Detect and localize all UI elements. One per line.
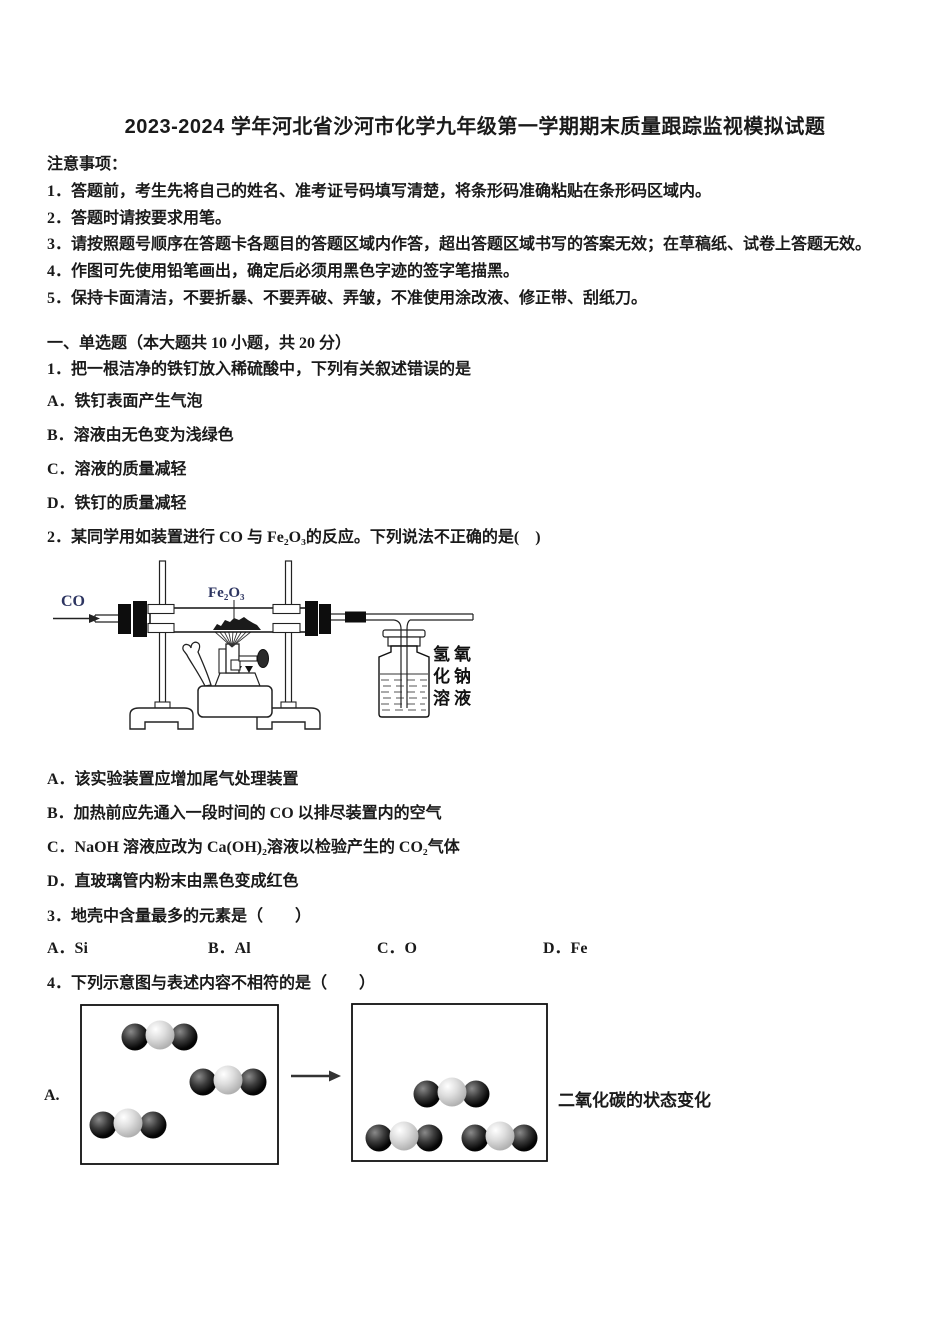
lamp-tank [197,685,273,718]
q1-option-b: B．溶液由无色变为浅绿色 [47,427,234,444]
bottle-collar [387,636,421,647]
rubber-stopper-left [118,604,131,634]
naoh-label: 氢氧 化钠 溶液 [433,644,475,708]
bottle-lid [382,629,426,638]
outlet-tubing [331,613,474,621]
transform-arrowhead-icon [329,1070,341,1082]
q1-option-c: C．溶液的质量减轻 [47,461,187,478]
page-title: 2023-2024 学年河北省沙河市化学九年级第一学期期末质量跟踪监视模拟试题 [124,116,826,138]
lamp-cap-icon [245,666,253,673]
q1-stem: 1．把一根洁净的铁钉放入稀硫酸中，下列有关叙述错误的是 [47,361,472,378]
q2-stem: 2．某同学用如装置进行 CO 与 Fe₂O₃的反应。下列说法不正确的是( ) [47,529,541,546]
co2-molecule [189,1065,267,1096]
q3-option-c: C．O [377,940,418,957]
q2-option-b: B．加热前应先通入一段时间的 CO 以排尽装置内的空气 [47,805,442,822]
q3-option-a: A．Si [47,940,88,957]
q4-option-a-caption: 二氧化碳的状态变化 [558,1091,711,1110]
co2-molecule [413,1077,490,1108]
lamp-shoulder [214,672,261,687]
q1-option-d: D．铁钉的质量减轻 [47,495,187,512]
q3-option-d: D．Fe [543,940,588,957]
notice-item-3: 3．请按照题号顺序在答题卡各题目的答题区域内作答，超出答题区域书写的答案无效；在… [47,236,872,253]
lamp-valve-arm [238,655,258,662]
stand-rod-left [158,560,167,709]
co-arrowhead-icon [89,614,100,623]
naoh-label-line-3: 溶液 [433,688,475,708]
q4-stem: 4．下列示意图与表述内容不相符的是（ ） [47,975,376,992]
co2-molecule [461,1121,538,1152]
q3-option-b: B．Al [208,940,251,957]
rubber-stopper-right [305,601,318,636]
clamp [147,603,175,615]
lamp-pipe [218,648,227,674]
tube-connector [345,611,366,623]
stand-base-left [129,707,194,730]
molecule-figure [80,1003,548,1165]
lamp-valve-body [230,659,241,671]
flame-icon [213,630,253,648]
notice-item-5: 5．保持卡面清洁，不要折暴、不要弄破、弄皱，不准使用涂改液、修正带、刮纸刀。 [47,290,648,307]
apparatus-figure: CO Fe₂O₃ [53,560,475,730]
lamp-spout [182,641,212,687]
co2-molecule [365,1121,443,1152]
lamp-knob [257,649,269,668]
gas-washing-bottle [378,619,430,718]
clamp [147,622,175,634]
co-label: CO [61,593,85,610]
alcohol-blast-lamp [182,641,273,718]
naoh-label-line-1: 氢氧 [433,644,475,664]
co2-molecule [89,1108,167,1139]
q2-option-c: C．NaOH 溶液应改为 Ca(OH)₂溶液以检验产生的 CO₂气体 [47,839,460,856]
iron-oxide-powder [213,617,261,630]
notice-item-2: 2．答题时请按要求用笔。 [47,210,232,227]
q3-stem: 3．地壳中含量最多的元素是（ ） [47,908,312,925]
stand-rod-right [284,560,293,709]
co2-molecule [121,1020,198,1051]
notice-item-4: 4．作图可先使用铅笔画出，确定后必须用黑色字迹的签字笔描黑。 [47,263,520,280]
fe2o3-label: Fe₂O₃ [208,585,245,601]
naoh-solution [380,673,428,711]
clamp [272,603,301,615]
q4-option-a-label: A. [44,1087,60,1104]
stand-foot-left [154,701,171,709]
bottle-inlet-tube [393,619,411,708]
rubber-stopper-left [133,601,147,637]
q2-option-d: D．直玻璃管内粉末由黑色变成红色 [47,873,299,890]
q2-option-a: A．该实验装置应增加尾气处理装置 [47,771,299,788]
stand-foot-right [280,701,297,709]
bottle-body [378,645,430,718]
q1-option-a: A．铁钉表面产生气泡 [47,393,203,410]
naoh-label-line-2: 化钠 [433,666,475,686]
notice-heading: 注意事项： [47,156,128,173]
section-heading: 一、单选题（本大题共 10 小题，共 20 分） [47,335,352,352]
rubber-stopper-right [319,604,331,634]
clamp [272,622,301,634]
notice-item-1: 1．答题前，考生先将自己的姓名、准考证号码填写清楚，将条形码准确粘贴在条形码区域… [47,183,712,200]
